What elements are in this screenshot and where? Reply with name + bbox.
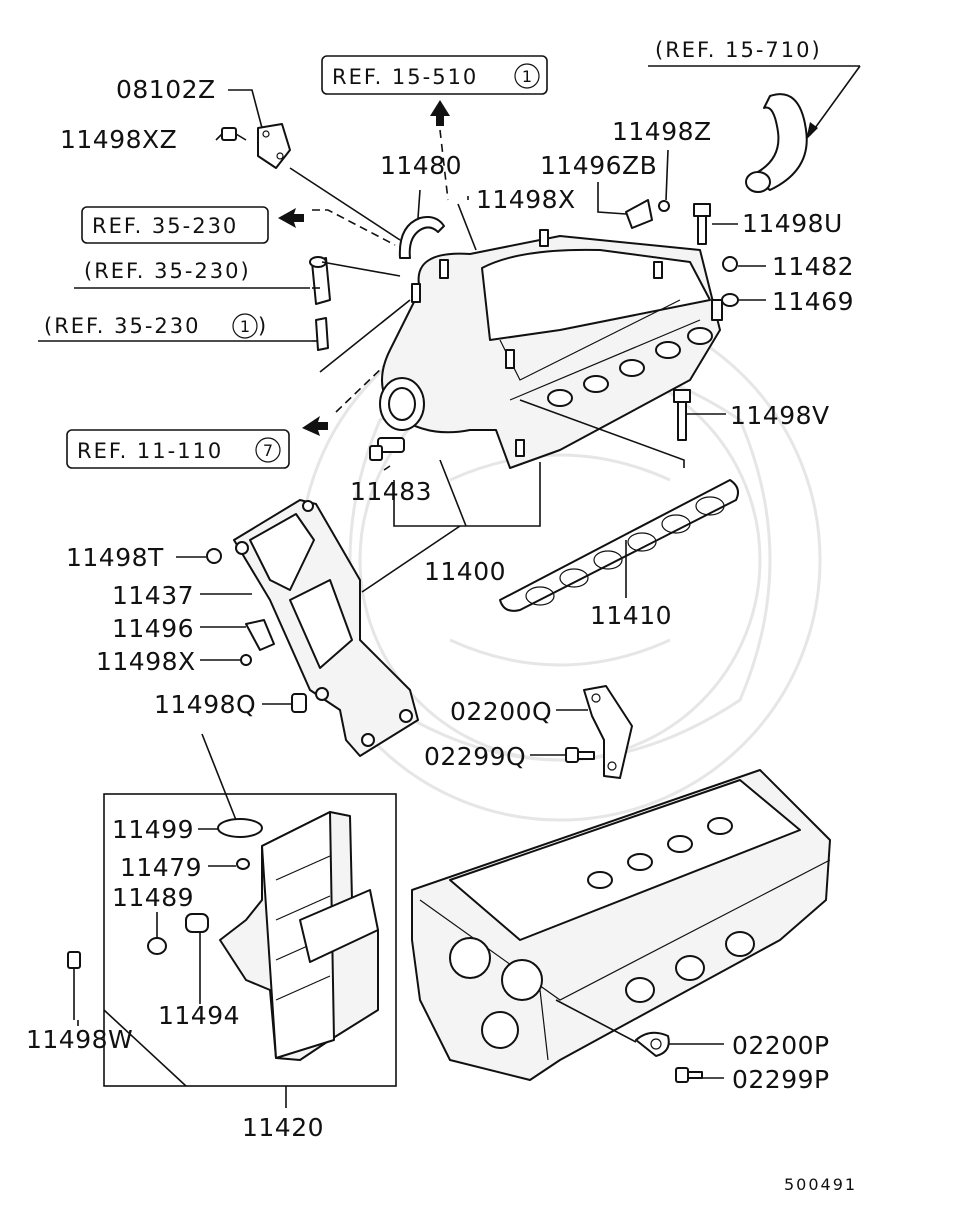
nut-11482 [722,256,738,272]
svg-text:1: 1 [240,317,250,336]
plug-11483 [369,437,405,461]
label-08102z: 08102Z [116,75,216,104]
ref-15-510-box: REF. 15-510 1 [321,55,548,95]
ref-15-710-label: (REF. 15-710) [648,38,861,140]
cylinder-head [411,769,831,1081]
label-11499: 11499 [112,815,194,844]
left-arrow-icon [278,208,396,246]
ref-35-230-box: REF. 35-230 [81,206,269,244]
bolt-11498x-mid [240,654,252,666]
svg-text:REF. 11-110: REF. 11-110 [77,439,223,463]
ref-35-230-circled: (REF. 35-230 1 ) [38,313,312,342]
intake-manifold-11400 [379,229,723,469]
throttle-body-11420 [219,811,379,1061]
stay-11437 [233,499,419,757]
left-arrow-icon [302,364,386,436]
ref-11-110-box: REF. 11-110 7 [66,429,290,469]
label-11498u: 11498U [742,209,843,238]
hose-15-710 [745,93,808,193]
ports [587,817,755,1003]
bolt-11498w [67,951,81,1020]
svg-text:1: 1 [522,67,532,86]
o-ring-11499 [217,818,263,838]
label-11437: 11437 [112,581,194,610]
up-arrow-icon [430,100,450,201]
label-11482: 11482 [772,252,854,281]
bolt-11498xz [221,127,247,141]
part-labels: 08102Z 11498XZ 11480 11498X 11498Z 11496… [26,75,857,1194]
bolt-11498t [206,548,222,564]
pipe-11480 [398,216,445,259]
svg-text:REF. 15-510: REF. 15-510 [332,65,478,89]
label-11496zb: 11496ZB [540,151,657,180]
label-02200p: 02200P [732,1031,830,1060]
label-11498w: 11498W [26,1025,133,1054]
bracket-11496zb [625,199,670,229]
hose-fitting-ref [309,256,331,351]
label-02299p: 02299P [732,1065,830,1094]
label-11420: 11420 [242,1113,324,1142]
bracket-02200q [583,685,633,779]
svg-text:(REF. 15-710): (REF. 15-710) [655,38,822,62]
label-11498x-mid: 11498X [96,647,196,676]
sleeve-11494 [185,913,209,933]
label-11489: 11489 [112,883,194,912]
label-11469: 11469 [772,287,854,316]
ref-35-230-paren: (REF. 35-230) [74,259,310,289]
label-11410: 11410 [590,601,672,630]
bolt-02299p [675,1067,703,1083]
assembly-box-11420 [103,793,397,1087]
cap-11489 [147,937,167,955]
label-11494: 11494 [158,1001,240,1030]
plate-02200p [635,1031,670,1057]
svg-text:(REF. 35-230: (REF. 35-230 [44,314,201,338]
svg-text:): ) [258,314,268,338]
bolt-11498q [291,693,307,713]
svg-text:(REF. 35-230): (REF. 35-230) [84,259,251,283]
label-11498x-top: 11498X [476,185,576,214]
label-11483: 11483 [350,477,432,506]
cam-bores [449,937,543,1049]
label-02200q: 02200Q [450,697,552,726]
label-11498xz: 11498XZ [60,125,177,154]
label-11498v: 11498V [730,401,830,430]
label-11496: 11496 [112,614,194,643]
diagram-id: 500491 [784,1175,857,1194]
clip-11496 [245,619,275,651]
bolt-02299q [565,747,595,763]
svg-text:REF. 35-230: REF. 35-230 [92,214,238,238]
runner-ports [547,327,713,407]
plug-11479 [236,858,250,870]
gasket-11410 [499,479,739,612]
label-11498q: 11498Q [154,690,256,719]
leader-lines [77,89,766,1108]
label-11498t: 11498T [66,543,164,572]
label-11479: 11479 [120,853,202,882]
bolt-11498u [693,203,711,245]
label-11480: 11480 [380,151,462,180]
label-11498z: 11498Z [612,117,712,146]
svg-text:7: 7 [263,441,273,460]
label-02299q: 02299Q [424,742,526,771]
studs [411,229,723,457]
bolt-11498v [673,389,691,441]
washer-11469 [721,293,739,307]
bracket-08102z [257,123,291,169]
label-11400: 11400 [424,557,506,586]
